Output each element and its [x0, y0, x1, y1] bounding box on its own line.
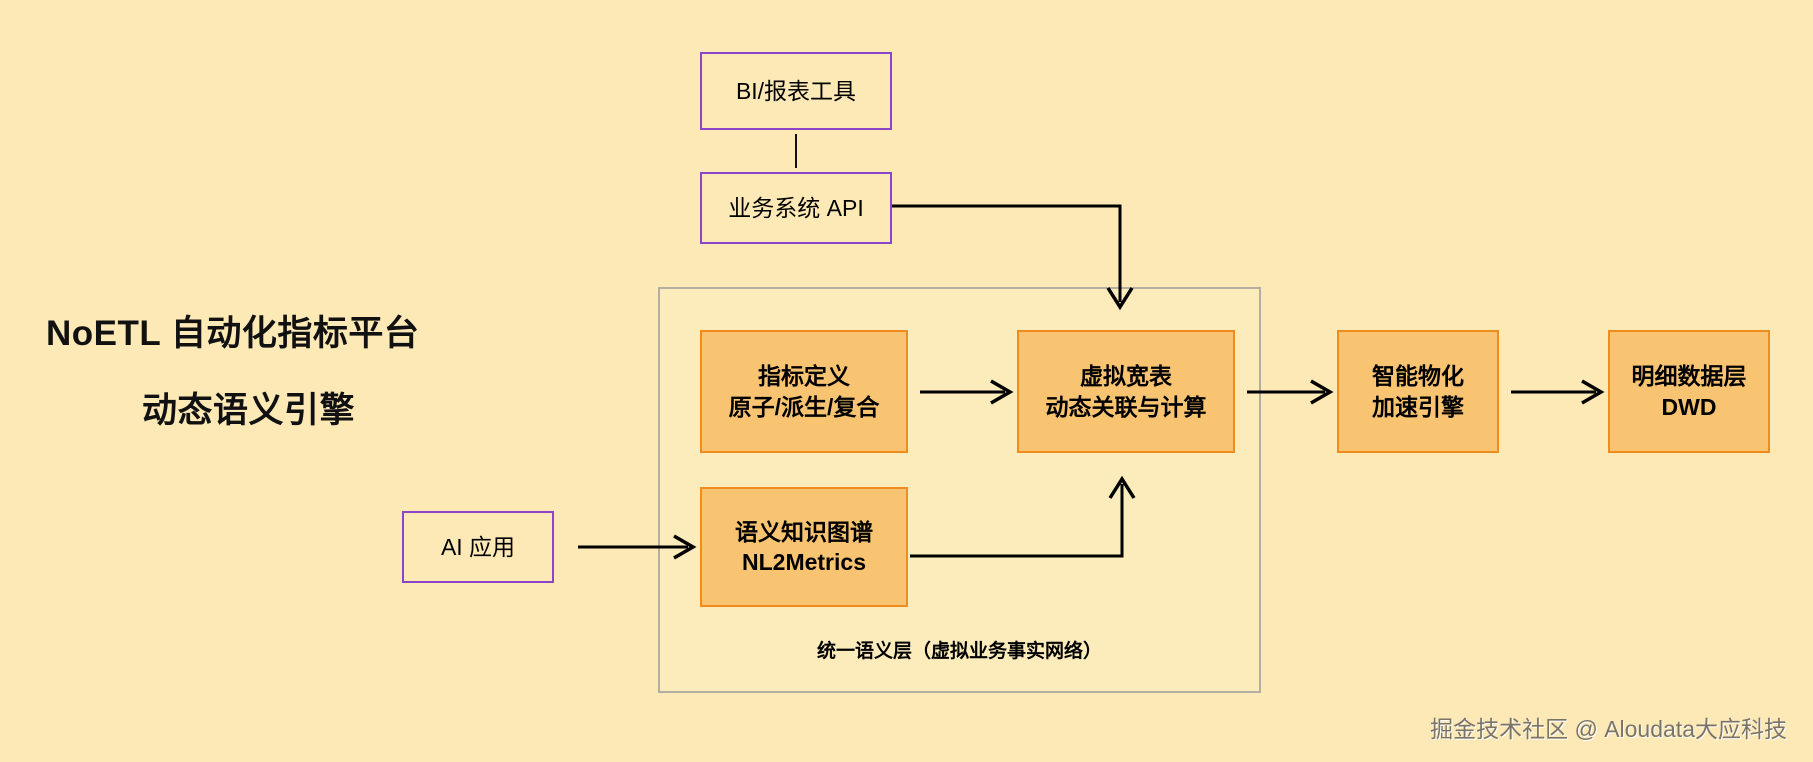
node-bi-label: BI/报表工具: [735, 77, 857, 104]
connector-accel-to-dwd-arrow: [1511, 379, 1605, 405]
node-kg-label-line2: NL2Metrics: [742, 549, 866, 575]
node-wide-label-line2: 动态关联与计算: [1045, 393, 1207, 420]
node-metric-label-line2: 原子/派生/复合: [728, 393, 880, 420]
node-detail-data-layer-dwd[interactable]: 明细数据层 DWD: [1608, 330, 1770, 453]
page-title-line1: NoETL 自动化指标平台: [46, 314, 420, 353]
page-title: NoETL 自动化指标平台 动态语义引擎: [46, 305, 516, 433]
connector-bi-to-api: [795, 134, 797, 168]
node-ai-application[interactable]: AI 应用: [402, 511, 554, 583]
node-api-label: 业务系统 API: [728, 194, 864, 221]
node-accel-label-line2: 加速引擎: [1372, 393, 1464, 420]
unified-semantic-layer-label: 统一语义层（虚拟业务事实网络）: [816, 641, 1102, 662]
node-metric-label-line1: 指标定义: [758, 363, 850, 390]
node-dwd-label-line2: DWD: [1661, 393, 1717, 420]
node-intelligent-materialization-engine[interactable]: 智能物化 加速引擎: [1337, 330, 1499, 453]
watermark: 掘金技术社区 @ Aloudata大应科技: [1430, 716, 1787, 742]
node-kg-label-line1: 语义知识图谱: [735, 518, 873, 545]
node-metric-definition[interactable]: 指标定义 原子/派生/复合: [700, 330, 908, 453]
node-dwd-label-line1: 明细数据层: [1631, 363, 1747, 390]
node-ai-label: AI 应用: [440, 533, 516, 560]
node-accel-label-line1: 智能物化: [1372, 363, 1464, 390]
page-title-line2: 动态语义引擎: [142, 391, 356, 430]
node-semantic-knowledge-graph[interactable]: 语义知识图谱 NL2Metrics: [700, 487, 908, 607]
node-bi-reporting-tool[interactable]: BI/报表工具: [700, 52, 892, 130]
node-business-system-api[interactable]: 业务系统 API: [700, 172, 892, 244]
node-wide-label-line1: 虚拟宽表: [1080, 363, 1172, 390]
node-virtual-wide-table[interactable]: 虚拟宽表 动态关联与计算: [1017, 330, 1235, 453]
